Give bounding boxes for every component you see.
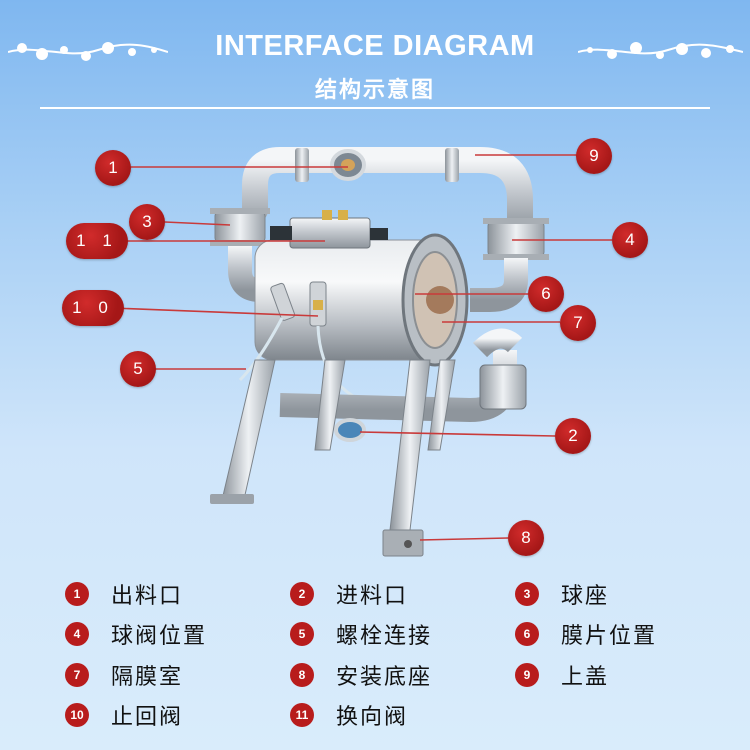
legend-label: 膜片位置 [561,624,658,649]
legend-badge: 4 [65,622,89,646]
callout-3: 3 [129,204,165,240]
legend-item-9: 9 上盖 [515,660,609,690]
legend-item-2: 2 进料口 [290,579,408,609]
legend-badge: 11 [290,703,314,727]
legend-label: 球阀位置 [111,624,208,649]
callout-6: 6 [528,276,564,312]
callout-2: 2 [555,418,591,454]
legend-badge: 5 [290,622,314,646]
legend-badge: 8 [290,663,314,687]
title-divider [40,107,710,109]
legend-badge: 9 [515,663,539,687]
legend-label: 安装底座 [336,665,433,690]
legend-item-8: 8 安装底座 [290,660,432,690]
callout-11: 1 1 [66,223,128,259]
legend-item-3: 3 球座 [515,579,609,609]
legend-label: 上盖 [561,665,610,690]
legend-item-5: 5 螺栓连接 [290,619,432,649]
legend-label: 出料口 [111,584,184,609]
callout-8: 8 [508,520,544,556]
page-subtitle: 结构示意图 [314,78,435,103]
callout-10: 1 0 [62,290,124,326]
legend-label: 球座 [561,584,610,609]
callout-4: 4 [612,222,648,258]
legend-badge: 6 [515,622,539,646]
callout-1: 1 [95,150,131,186]
legend-label: 换向阀 [336,705,409,730]
floral-vine-left-icon [8,42,168,61]
legend-badge: 1 [65,582,89,606]
legend-item-7: 7 隔膜室 [65,660,183,690]
legend-label: 螺栓连接 [336,624,433,649]
legend-item-10: 10 止回阀 [65,700,183,730]
legend-badge: 2 [290,582,314,606]
legend-item-6: 6 膜片位置 [515,619,657,649]
legend-label: 隔膜室 [111,665,184,690]
legend-label: 进料口 [336,584,409,609]
callout-7: 7 [560,305,596,341]
legend-badge: 10 [65,703,89,727]
legend-item-4: 4 球阀位置 [65,619,207,649]
legend-item-1: 1 出料口 [65,579,183,609]
page-title: INTERFACE DIAGRAM [215,30,535,62]
mounting-base-leg [221,359,276,501]
legend-badge: 7 [65,663,89,687]
floral-vine-right-icon [578,42,743,59]
legend-badge: 3 [515,582,539,606]
callout-5: 5 [120,351,156,387]
legend-label: 止回阀 [111,705,184,730]
outlet-manifold-pipe [242,147,533,243]
callout-9: 9 [576,138,612,174]
legend-item-11: 11 换向阀 [290,700,408,730]
